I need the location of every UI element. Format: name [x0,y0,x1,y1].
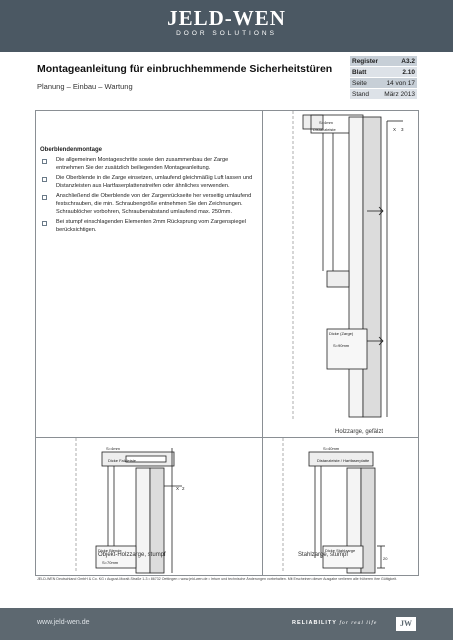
label-x-left-value: 2 [182,486,185,491]
drawing-holzzarge-gefaelzt: S=4mm Distanzleiste X 3 Dicke (Zarge) S=… [292,111,404,435]
instruction-item: Die Oberblende in die Zarge einsetzen, u… [42,175,256,190]
label-s90: S=90mm [333,343,350,348]
label-x-left: X [176,486,179,491]
page-subtitle: Planung – Einbau – Wartung [37,82,133,91]
drawing-objekt-holzzarge: S=4mm Dicke Falzleiste X 2 Dicke Blende … [75,438,185,574]
label-dim-20: 20 [383,556,388,561]
logo-wordmark: JELD-WEN [167,6,286,30]
footer-legal-note: JELD-WEN Deutschland GmbH & Co. KG • Aug… [37,577,397,581]
label-distanzleiste-top: Distanzleiste [313,127,336,132]
label-s4mm-left: S=4mm [106,446,121,451]
drawing-stahlzarge: S=40mm Distanzleiste / Hartfaserplatte D… [282,438,388,574]
label-s40: S=40mm [323,446,340,451]
caption-stahlzarge: Stahlzarge, stumpf [298,552,349,558]
label-dicke-zarge: Dicke (Zarge) [329,331,354,336]
footer-website-link[interactable]: www.jeld-wen.de [37,619,90,626]
instruction-list: Die allgemeinen Montageschritte sowie de… [42,157,256,237]
seite-value: 14 von 17 [381,77,417,89]
label-s4mm-top: S=4mm [319,120,334,125]
caption-objekt-holzzarge: Objekt-Holzzarge, stumpf [98,552,166,558]
blatt-value: 2.10 [381,66,417,78]
tagline-rest: for real life [339,620,378,626]
label-x-top-value: 3 [401,127,404,132]
tagline-main: RELIABILITY [292,620,337,626]
section-title: Oberblendenmontage [40,147,103,153]
label-x-top: X [393,127,396,132]
blatt-label: Blatt [350,66,382,78]
label-dicke-blende: Dicke Blende [98,548,122,553]
register-value: A3.2 [381,56,417,67]
content-frame: Oberblendenmontage Die allgemeinen Monta… [35,110,419,576]
seite-label: Seite [350,77,382,89]
instruction-item: Die allgemeinen Montageschritte sowie de… [42,157,256,172]
stand-value: März 2013 [381,88,417,100]
label-dicke-stahlzarge: Dicke Stahlzarge [325,548,356,553]
footer-bar: www.jeld-wen.de RELIABILITY for real lif… [0,608,453,640]
caption-holzzarge-gefaelzt: Holzzarge, gefälzt [335,429,383,435]
instruction-item: Anschließend die Oberblende von der Zarg… [42,193,256,216]
jw-badge-icon: JW [396,617,416,631]
footer-tagline: RELIABILITY for real life [292,620,377,626]
label-s70: S=70mm [102,560,119,565]
brand-logo: JELD-WEN DOOR SOLUTIONS [0,6,453,38]
instruction-item: Bei stumpf einschlagenden Elementen 2mm … [42,219,256,234]
label-distanzleiste-stahl: Distanzleiste / Hartfaserplatte [317,458,370,463]
column-divider [262,111,263,575]
header-bar: JELD-WEN DOOR SOLUTIONS [0,0,453,52]
page-title: Montageanleitung für einbruchhemmende Si… [37,63,333,75]
register-label: Register [350,56,382,67]
row-divider [36,437,418,438]
logo-subline: DOOR SOLUTIONS [176,30,277,37]
stand-label: Stand [350,88,382,100]
label-dicke-falzleiste: Dicke Falzleiste [108,458,137,463]
